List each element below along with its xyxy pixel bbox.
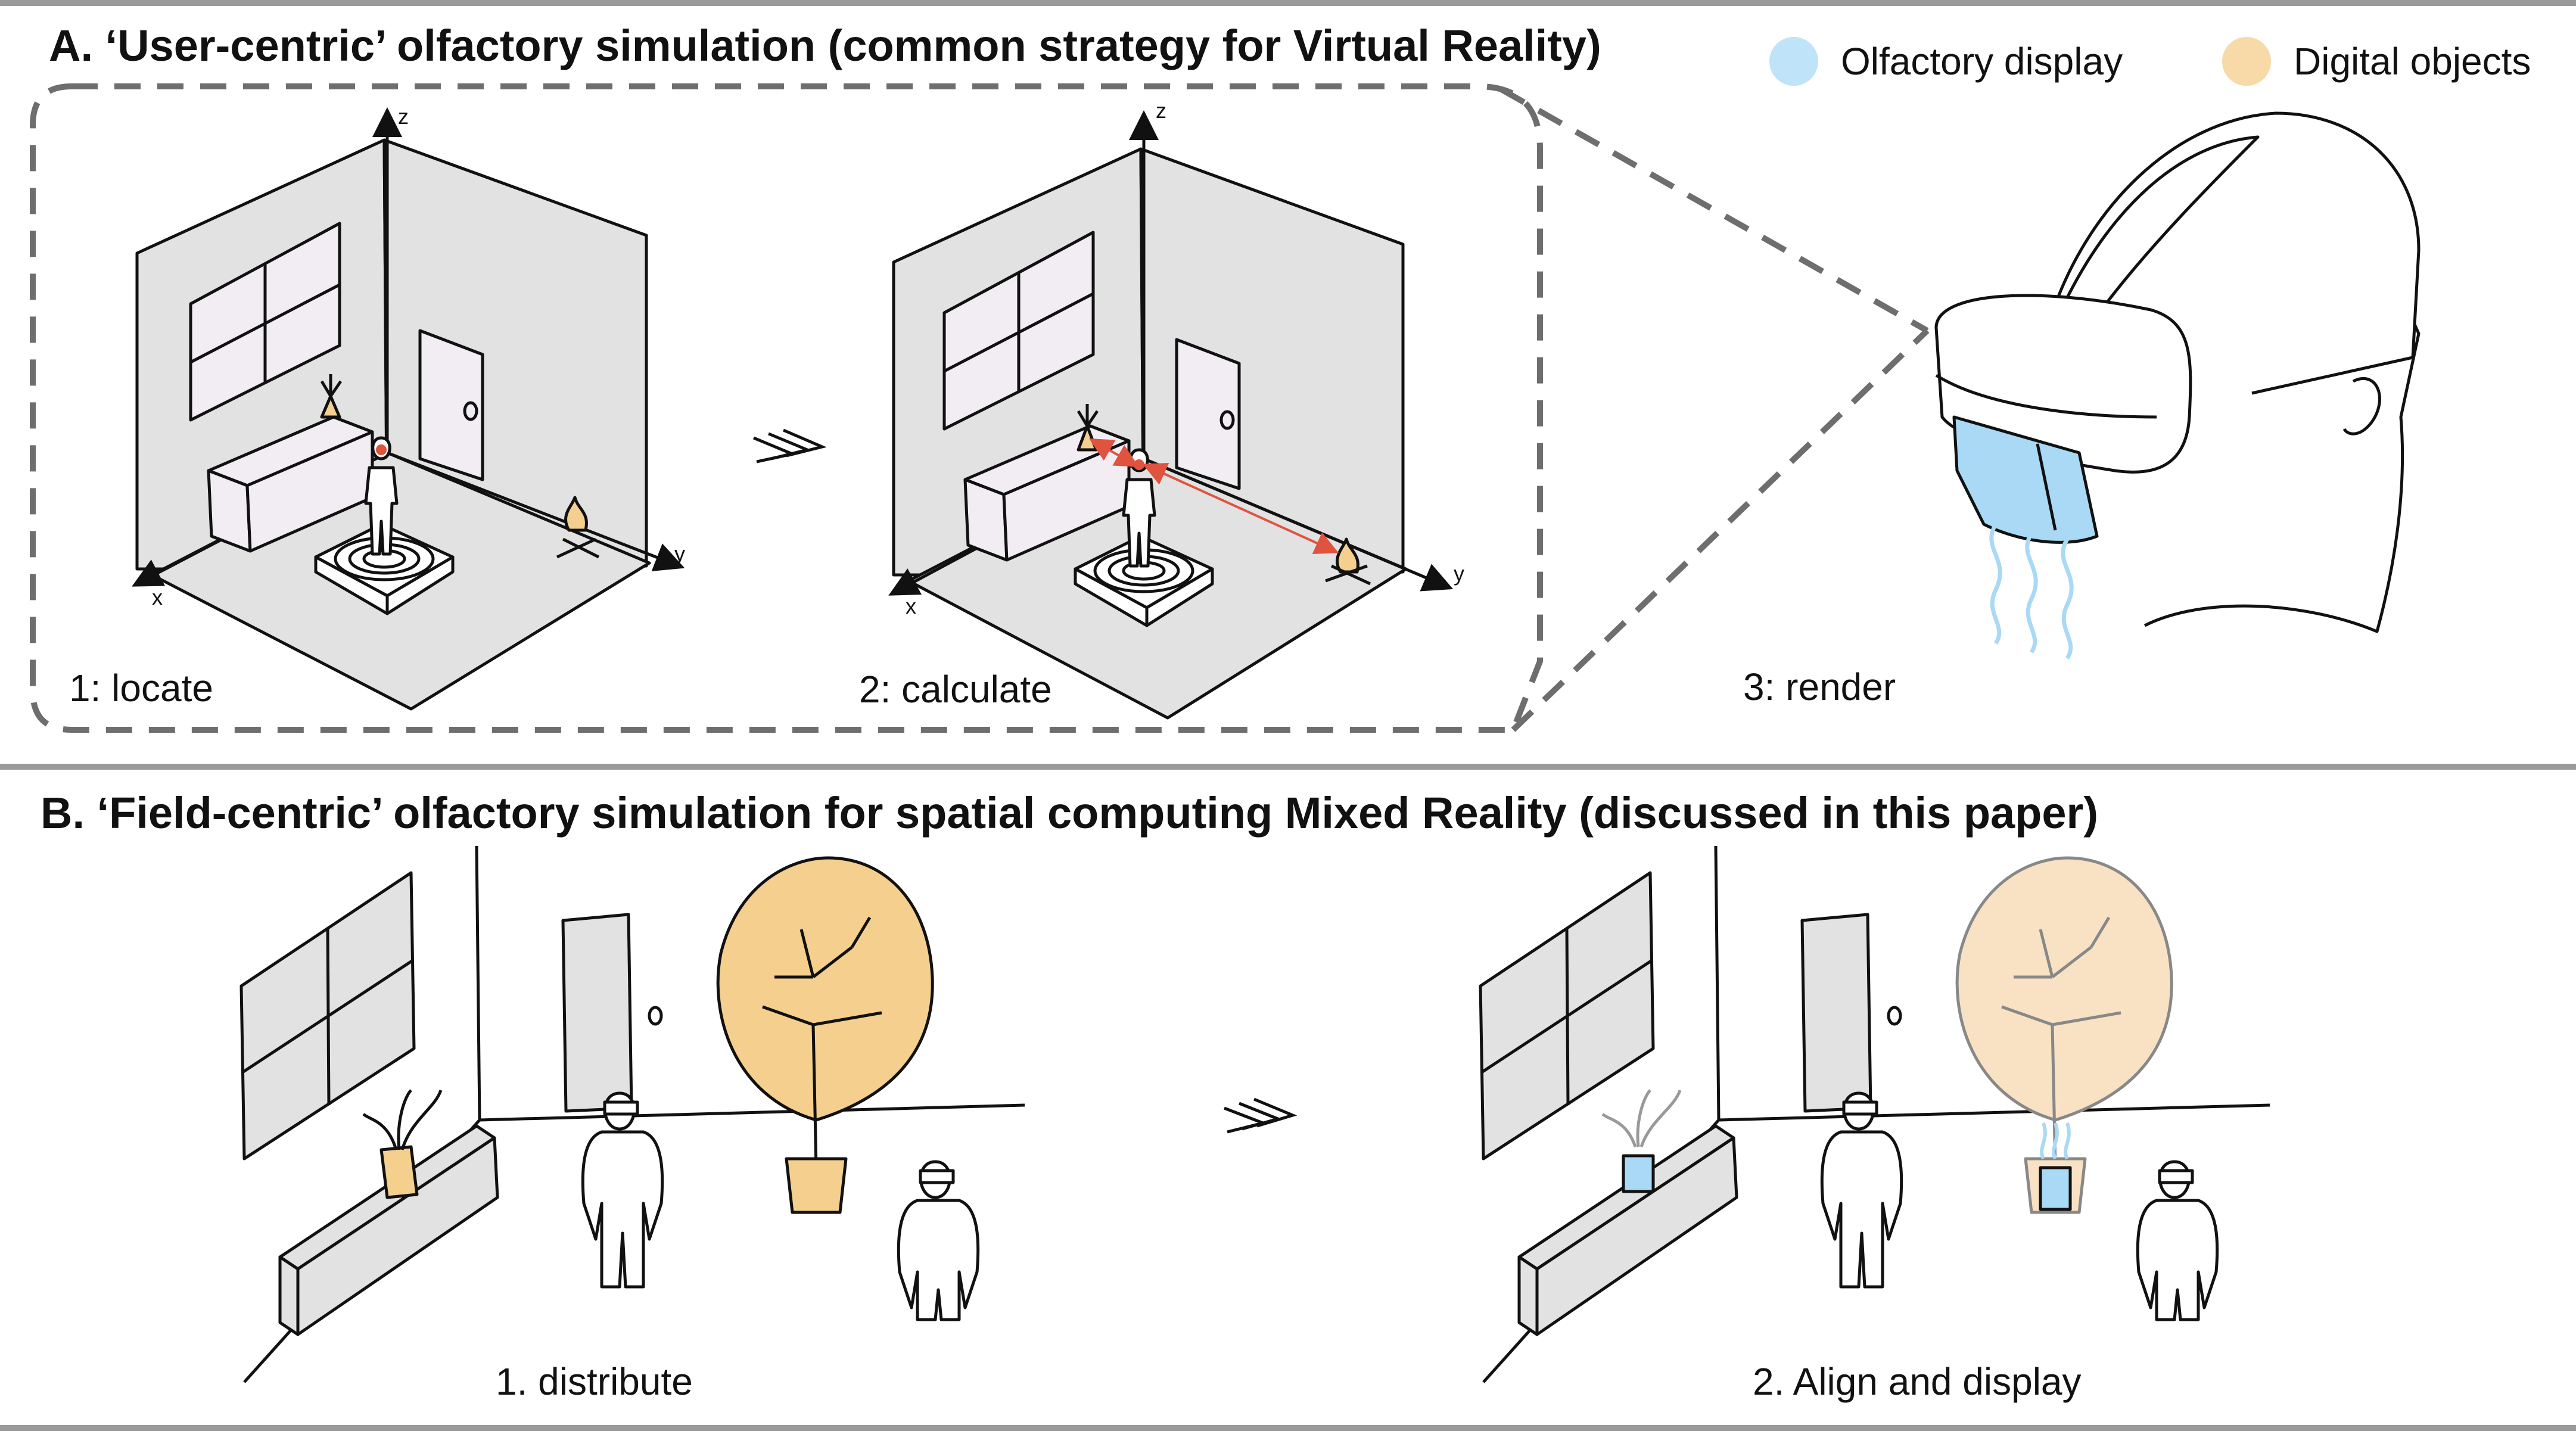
- scene2-digital-tree-canopy: [1955, 856, 2173, 1122]
- olfactory-display-module: [1952, 415, 2099, 544]
- step-align-display-label: 2. Align and display: [1753, 1360, 2082, 1403]
- scene-distribute: [239, 845, 1025, 1383]
- room1-x-label: x: [152, 585, 163, 609]
- distance-arrow-to-fire: [1142, 463, 1339, 554]
- zoom-line-bottom: [1511, 328, 1930, 732]
- step-arrow-b: [1224, 1097, 1298, 1134]
- room1-y-axis: [387, 451, 685, 571]
- scene2-door: [1800, 913, 1872, 1113]
- scene1-person-1: [581, 1091, 664, 1289]
- scene1-door: [561, 913, 633, 1113]
- top-rule: [0, 0, 2576, 6]
- section-b-title: B. ‘Field-centric’ olfactory simulation …: [41, 788, 2098, 838]
- vr-headset-render: [1934, 111, 2421, 659]
- scene1-digital-pot: [785, 1157, 848, 1214]
- room2-y-label: y: [1454, 561, 1464, 586]
- scene1-person-2: [897, 1160, 980, 1321]
- legend-swatch-digital: [2222, 37, 2271, 86]
- distance-arrow-to-vase: [1089, 438, 1139, 467]
- room1-user-figure: [364, 436, 399, 556]
- room2-x-label: x: [906, 594, 916, 618]
- scene-align-display: [1479, 845, 2270, 1383]
- section-a-title: A. ‘User-centric’ olfactory simulation (…: [49, 21, 1601, 70]
- step-calculate-label: 2: calculate: [859, 668, 1052, 711]
- legend-swatch-olfactory: [1769, 37, 1818, 86]
- scene1-flower-vase: [379, 1145, 419, 1199]
- scene2-olfactory-display-1: [1622, 1154, 1655, 1193]
- zoom-line-top: [1499, 86, 1929, 334]
- step-distribute-label: 1. distribute: [496, 1360, 693, 1403]
- scene2-person-1: [1820, 1091, 1903, 1289]
- step-render-label: 3: render: [1743, 665, 1896, 708]
- step-arrow-a: [753, 428, 827, 463]
- bottom-rule: [0, 1425, 2576, 1431]
- room1-z-label: z: [398, 104, 409, 129]
- middle-rule: [0, 764, 2576, 770]
- legend-olfactory-display: Olfactory display: [1769, 37, 2123, 86]
- room1-flower-vase: [320, 394, 341, 419]
- room1-campfire: [564, 496, 588, 532]
- room2-z-label: z: [1156, 98, 1166, 123]
- step-locate-label: 1: locate: [69, 667, 213, 710]
- room-locate: [132, 107, 685, 711]
- room1-y-label: y: [674, 542, 685, 566]
- scene2-person-2: [2136, 1160, 2219, 1321]
- scene1-digital-tree-canopy: [716, 856, 934, 1122]
- legend-label-olfactory: Olfactory display: [1841, 40, 2123, 83]
- room1-door: [418, 329, 484, 481]
- legend-label-digital: Digital objects: [2294, 40, 2531, 83]
- scene2-olfactory-display-2: [2039, 1166, 2072, 1211]
- room-calculate: [888, 110, 1454, 720]
- legend-digital-objects: Digital objects: [2222, 37, 2531, 86]
